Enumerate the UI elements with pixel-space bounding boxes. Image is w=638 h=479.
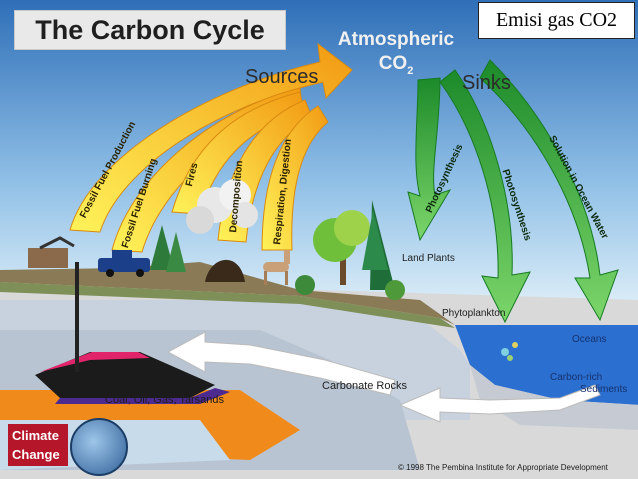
phytoplankton-label: Phytoplankton: [442, 308, 506, 319]
globe-icon: [70, 418, 128, 476]
sediment-arrow-left: [398, 384, 601, 423]
truck: [98, 250, 150, 277]
source-arrow-respiration: [261, 105, 329, 251]
sink-arrow-ocean-solution: [479, 59, 619, 322]
sediments-label: Sediments: [580, 384, 628, 395]
atmospheric-label: Atmospheric: [337, 29, 455, 50]
phytoplankton-organisms: [501, 342, 518, 361]
logo-line-2: Change: [12, 447, 60, 462]
oceans-label: Oceans: [572, 334, 607, 345]
land-plants: [295, 200, 405, 300]
co2-label: CO: [378, 53, 408, 74]
sinks-label: Sinks: [462, 72, 511, 94]
sink-arrow-land-photosynthesis: [407, 77, 452, 242]
oil-well-pipe: [75, 262, 79, 372]
logo-line-1: Climate: [12, 428, 59, 443]
carbonate-rocks-label: Carbonate Rocks: [322, 380, 407, 392]
carbonate-arrow-left: [166, 331, 396, 396]
atmospheric-co2-label: Atmospheric CO2: [326, 28, 466, 83]
fire-smoke: [186, 179, 258, 234]
co2-label-line: CO2: [326, 52, 466, 83]
deer: [263, 250, 290, 285]
fossil-top-layer: [40, 352, 150, 372]
copyright-label: © 1998 The Pembina Institute for Appropr…: [398, 463, 608, 472]
fossil-bottom-layer: [55, 388, 230, 404]
forest-left: [150, 225, 245, 282]
ocean-sediment: [470, 365, 638, 430]
diagram-title: The Carbon Cycle: [14, 10, 286, 50]
grass-strip: [0, 282, 455, 328]
fossil-fuel-deposit: [35, 352, 215, 398]
land-plants-label: Land Plants: [402, 253, 455, 264]
climate-change-logo: Climate Change: [8, 424, 68, 466]
ocean: [455, 325, 638, 405]
oil-pump: [28, 236, 75, 268]
fossil-deposits-label: Coal, Oil, Gas, Tarsands: [105, 394, 225, 406]
land-surface: [0, 262, 455, 325]
co2-subscript: 2: [407, 64, 414, 77]
source-arrow-fossil-production: [69, 42, 353, 233]
carbon-rich-label: Carbon-rich: [550, 372, 603, 383]
slide-title: Emisi gas CO2: [478, 2, 635, 39]
sink-arrow-ocean-photosynthesis: [439, 69, 531, 324]
sources-label: Sources: [245, 66, 319, 88]
